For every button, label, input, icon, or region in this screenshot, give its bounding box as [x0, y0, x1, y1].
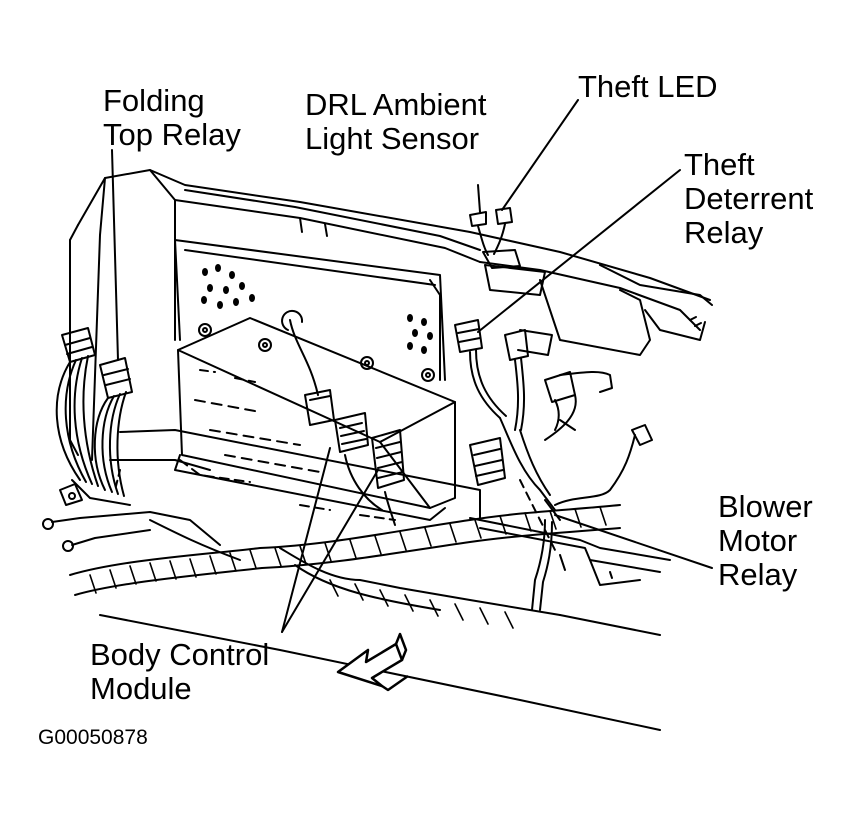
figure-id: G00050878 — [38, 726, 148, 749]
label-line: Relay — [718, 557, 798, 592]
label-line: Light Sensor — [305, 121, 480, 156]
label-line: Relay — [684, 215, 764, 250]
label-theft-led: Theft LED — [578, 70, 718, 104]
label-drl-ambient-light-sensor: DRL Ambient Light Sensor — [305, 88, 487, 156]
main-harness — [69, 504, 661, 731]
label-line: Theft LED — [578, 69, 718, 104]
body-control-module-box — [174, 317, 456, 521]
theft-led-drl-sensor — [469, 207, 521, 269]
forward-arrow-icon — [336, 632, 409, 692]
label-line: Blower — [718, 489, 813, 524]
label-line: Deterrent — [684, 181, 814, 216]
label-line: Module — [90, 671, 192, 706]
label-folding-top-relay: Folding Top Relay — [103, 84, 241, 152]
leader-lines — [111, 99, 713, 633]
instrument-panel-shell — [69, 169, 713, 461]
label-theft-deterrent-relay: Theft Deterrent Relay — [684, 148, 813, 250]
mounting-plate — [174, 239, 446, 382]
label-line: Motor — [718, 523, 798, 558]
label-line: Top Relay — [103, 117, 241, 152]
label-line: Body Control — [90, 637, 270, 672]
label-line: Folding — [103, 83, 205, 118]
label-blower-motor-relay: Blower Motor Relay — [718, 490, 813, 592]
label-body-control-module: Body Control Module — [90, 638, 269, 706]
left-harness — [42, 327, 221, 552]
bcm-connectors — [281, 309, 405, 526]
label-line: Theft — [684, 147, 755, 182]
label-line: DRL Ambient — [305, 87, 487, 122]
